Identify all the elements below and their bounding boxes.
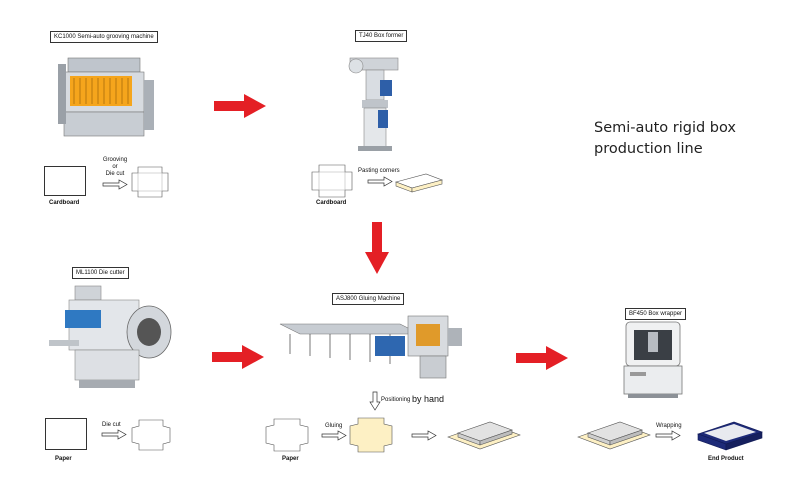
grooving-machine-image: [58, 57, 154, 137]
grooving-text-line1: Grooving: [102, 157, 128, 163]
end-product-box: [697, 421, 763, 451]
gluing-machine-label: ASJ800 Gluing Machine: [332, 293, 405, 305]
glued-paper-shape: [349, 417, 393, 453]
small-arrow-diecut: [101, 429, 127, 440]
grooving-text-line2: or: [112, 164, 118, 170]
flow-arrow-2: [212, 345, 264, 369]
small-arrow-wrapping: [655, 430, 681, 441]
title-line-2: production line: [594, 141, 703, 157]
die-cutter-image: [49, 285, 172, 388]
box-on-paper-shape: [447, 421, 521, 450]
title-line-1: Semi-auto rigid box: [594, 120, 736, 136]
grooving-machine-label: KC1000 Semi-auto grooving machine: [50, 31, 158, 43]
box-wrapper-image: [623, 321, 683, 398]
wrapping-step-text: Wrapping: [656, 423, 682, 429]
gluing-machine-image: [279, 315, 462, 379]
unfolded-box-shape: [311, 164, 353, 198]
paper-caption-1: Paper: [55, 456, 72, 462]
paper-shape-2: [265, 418, 309, 452]
pasting-step-text: Pasting corners: [358, 168, 400, 174]
flow-arrow-down: [365, 222, 389, 274]
by-hand-text: by hand: [412, 394, 445, 404]
small-arrow-pasting: [367, 176, 393, 187]
paper-caption-2: Paper: [282, 456, 299, 462]
small-arrow-grooving: [102, 179, 128, 190]
diecut-step-text: Die cut: [102, 422, 121, 428]
box-on-paper-shape-2: [577, 421, 651, 450]
diagram-title: Semi-auto rigid box production line: [594, 118, 736, 160]
cardboard-caption-2: Cardboard: [316, 200, 347, 206]
flow-arrow-3: [516, 346, 568, 370]
flow-arrow-1: [214, 94, 266, 118]
diecut-paper-shape: [131, 419, 171, 451]
formed-box-shape: [395, 173, 443, 193]
small-arrow-positioning: [411, 430, 437, 441]
paper-sheet-1: [45, 418, 87, 450]
cardboard-caption-1: Cardboard: [49, 200, 80, 206]
grooving-step-text: Grooving or Die cut: [100, 157, 130, 178]
box-former-label: TJ40 Box former: [355, 30, 408, 42]
small-arrow-gluing: [321, 430, 347, 441]
die-cutter-label: ML1100 Die cutter: [72, 267, 129, 279]
positioning-arrow-down: [369, 391, 381, 411]
cardboard-sheet-1: [44, 166, 86, 196]
box-wrapper-label: BF450 Box wrapper: [625, 308, 687, 320]
box-former-image: [348, 57, 399, 151]
gluing-step-text: Gluing: [325, 423, 343, 429]
grooved-board-shape: [131, 166, 169, 198]
positioning-text: Positioning: [381, 397, 411, 403]
end-product-caption: End Product: [708, 456, 744, 462]
grooving-text-line3: Die cut: [105, 171, 125, 177]
